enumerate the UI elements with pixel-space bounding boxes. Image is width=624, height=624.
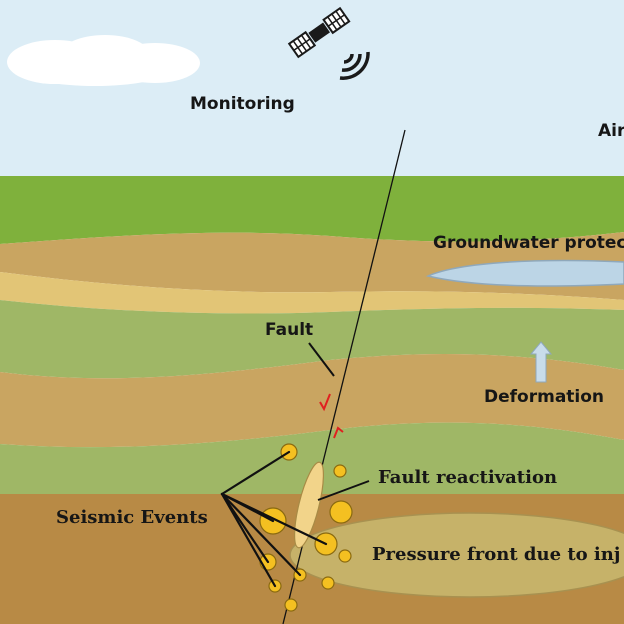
air-label: Air	[598, 121, 624, 141]
pressure-front-label: Pressure front due to inj	[372, 544, 621, 565]
fault-leader	[308, 342, 335, 377]
cloud-icon	[7, 35, 200, 86]
deformation-label: Deformation	[484, 387, 605, 407]
seismic-event	[284, 598, 298, 612]
green-layer-2	[0, 422, 624, 494]
brown-layer-2	[0, 354, 624, 448]
slip-arrow-icon	[319, 393, 331, 412]
reactivation-leader	[317, 480, 370, 501]
seismic-event	[338, 549, 352, 563]
monitoring-label: Monitoring	[190, 94, 295, 114]
seismic-event	[329, 500, 353, 524]
sky	[0, 0, 624, 180]
fault-reactivation-zone	[293, 461, 325, 549]
seismic-event	[321, 576, 335, 590]
slip-arrow-icon	[333, 426, 344, 439]
grass-layer	[0, 176, 624, 244]
sand-layer	[0, 272, 624, 314]
green-layer-1	[0, 300, 624, 379]
pressure-front-plume	[289, 512, 624, 598]
deformation-arrow-icon	[529, 341, 553, 383]
fault-reactivation-label: Fault reactivation	[378, 467, 558, 488]
aquifer-lens	[425, 259, 624, 287]
seismic-pointer-lines	[220, 450, 328, 588]
signal-waves-icon	[339, 51, 370, 80]
seismic-event	[333, 464, 347, 478]
seismic-events-label: Seismic Events	[56, 507, 208, 528]
fault-label: Fault	[265, 320, 314, 340]
groundwater-label: Groundwater protec	[433, 233, 624, 253]
satellite-icon	[287, 6, 351, 59]
